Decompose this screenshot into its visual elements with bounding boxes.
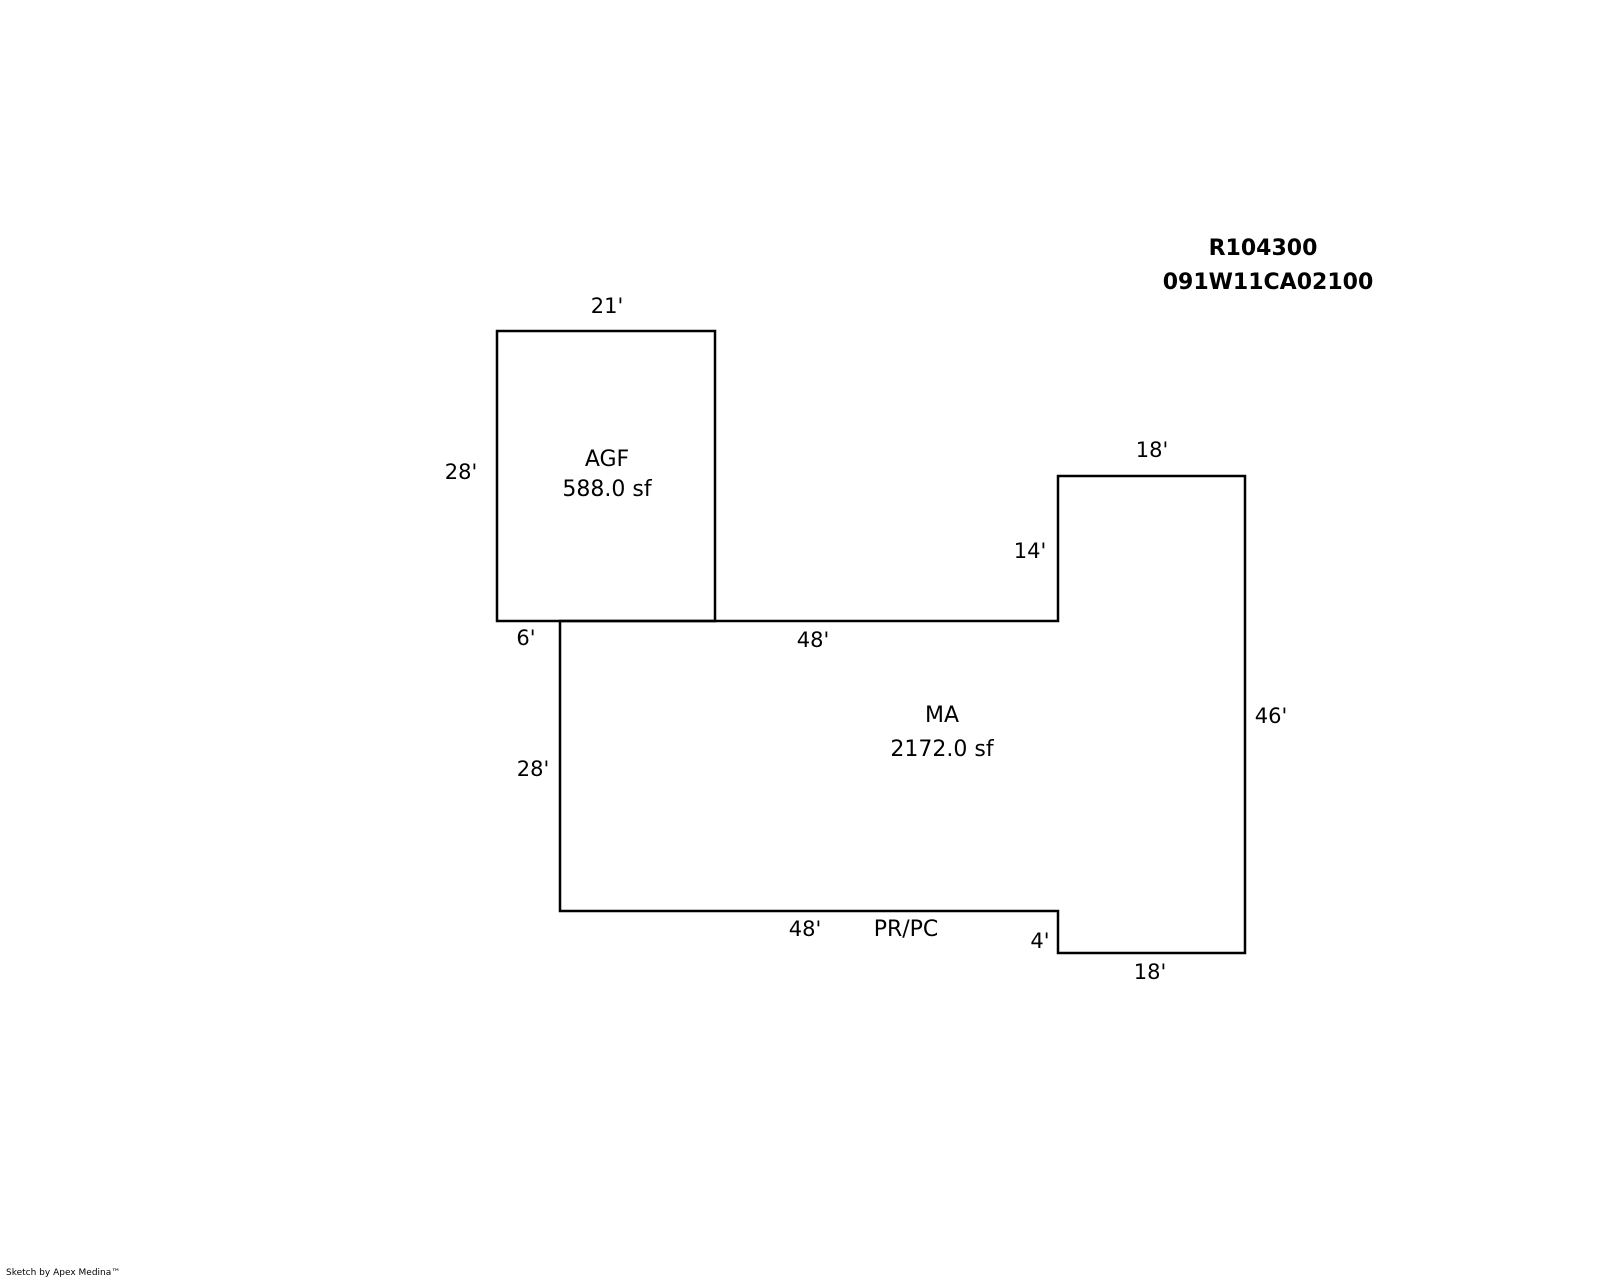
ma-area-outline [558, 474, 1247, 955]
ma-right-bottom-dimension: 18' [1134, 960, 1167, 984]
ma-bottom-dimension: 48' [789, 917, 822, 941]
ma-area-code: MA [925, 703, 959, 728]
agf-area-size: 588.0 sf [562, 477, 652, 502]
ma-top-dimension: 48' [797, 628, 830, 652]
sketch-credit: Sketch by Apex Medina™ [6, 1268, 120, 1278]
agf-area-outline [495, 329, 717, 623]
pr-pc-area-code: PR/PC [874, 917, 939, 942]
ma-right-dimension: 46' [1255, 704, 1288, 728]
parcel-map-number: 091W11CA02100 [1163, 270, 1374, 295]
ma-area-size: 2172.0 sf [890, 737, 994, 762]
ma-step-dimension: 4' [1030, 929, 1049, 953]
ma-notch-side-dimension: 14' [1014, 539, 1047, 563]
agf-area-code: AGF [585, 447, 629, 472]
ma-right-top-dimension: 18' [1136, 438, 1169, 462]
agf-top-dimension: 21' [591, 294, 624, 318]
ma-left-dimension: 28' [517, 757, 550, 781]
agf-left-dimension: 28' [445, 460, 478, 484]
parcel-account-number: R104300 [1209, 236, 1318, 261]
ma-left-offset-dimension: 6' [516, 626, 535, 650]
